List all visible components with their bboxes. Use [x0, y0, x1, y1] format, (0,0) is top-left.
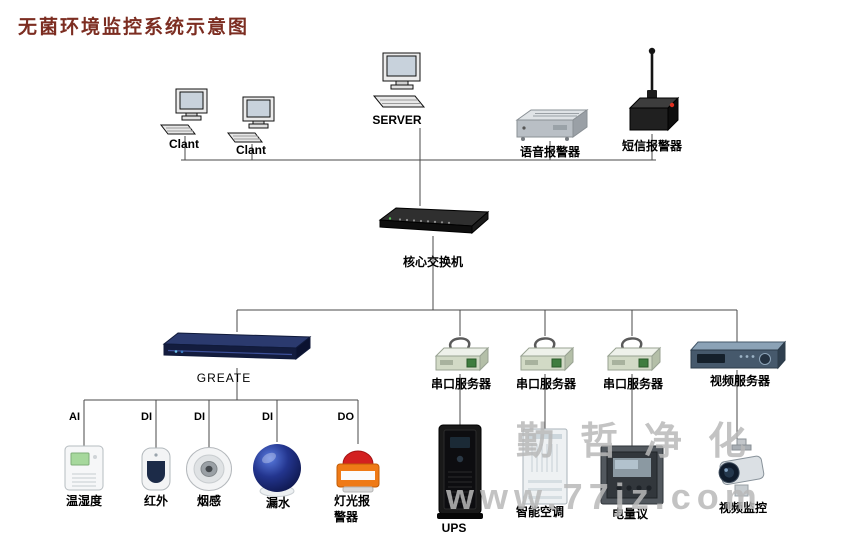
video-monitor-node: [712, 438, 770, 502]
client2-node: [226, 96, 278, 144]
desktop-computer-icon: [159, 88, 208, 135]
serial-server-1-label: 串口服务器: [430, 377, 491, 391]
water-leak-sensor-icon: [253, 444, 301, 497]
water-leak-label: 漏水: [265, 496, 290, 510]
port-tag-do: DO: [337, 411, 355, 423]
ups-node: [434, 424, 486, 520]
port-tag-di-2: DI: [194, 411, 205, 423]
rack-controller-icon: [162, 332, 312, 361]
smart-ac-label: 智能空调: [515, 505, 564, 519]
smoke-label: 烟感: [196, 494, 221, 508]
ups-tower-icon: [437, 424, 483, 519]
sms-alarm-node: [622, 46, 682, 138]
smoke-node: [185, 446, 233, 492]
smart-ac-node: [520, 428, 570, 506]
voice-alarm-label: 语音报警器: [519, 145, 580, 159]
greate-node: [162, 328, 312, 370]
serial-server-icon: [434, 337, 490, 372]
pir-sensor-icon: [141, 447, 171, 491]
power-meter-label: 电量议: [611, 507, 648, 521]
temp-humidity-label: 温湿度: [65, 494, 102, 508]
video-monitor-label: 视频监控: [718, 501, 767, 515]
serial-server-2-node: [515, 334, 577, 376]
power-meter-node: [600, 444, 664, 506]
voice-alarm-node: [511, 106, 589, 144]
server-node: [368, 52, 432, 110]
desktop-computer-icon: [226, 96, 275, 143]
light-alarm-node: [330, 442, 386, 494]
server-computer-icon: [372, 52, 426, 108]
serial-server-3-node: [602, 334, 664, 376]
client2-label: Clant: [236, 143, 266, 157]
serial-server-2-label: 串口服务器: [515, 377, 576, 391]
greate-label: GREATE: [196, 371, 252, 385]
infrared-label: 红外: [143, 494, 168, 508]
core-switch-node: [378, 202, 490, 238]
video-server-label: 视频服务器: [709, 374, 770, 388]
light-alarm-label: 灯光报警器: [334, 494, 371, 524]
water-leak-node: [251, 440, 303, 498]
serial-server-3-label: 串口服务器: [602, 377, 663, 391]
serial-server-1-node: [430, 334, 492, 376]
client1-label: Clant: [169, 137, 199, 151]
serial-server-icon: [519, 337, 575, 372]
cctv-camera-icon: [718, 438, 765, 497]
air-conditioner-icon: [522, 428, 568, 505]
page-title: 无菌环境监控系统示意图: [18, 17, 250, 38]
port-tag-ai: AI: [69, 411, 80, 423]
sms-alarm-label: 短信报警器: [621, 139, 682, 153]
video-server-icon: [689, 340, 787, 370]
video-server-node: [689, 340, 787, 372]
power-meter-icon: [600, 445, 664, 505]
temp-humidity-sensor-icon: [64, 445, 104, 491]
strobe-alarm-icon: [336, 450, 380, 493]
port-tag-di-3: DI: [262, 411, 273, 423]
network-switch-icon: [378, 207, 490, 235]
infrared-node: [139, 446, 173, 492]
sms-alarm-antenna-icon: [628, 47, 680, 132]
server-label: SERVER: [372, 113, 422, 127]
smoke-detector-icon: [186, 447, 232, 491]
serial-server-icon: [606, 337, 662, 372]
temp-humidity-node: [62, 444, 106, 492]
voice-alarm-device-icon: [515, 109, 589, 141]
ups-label: UPS: [441, 521, 467, 535]
port-tag-di-1: DI: [141, 411, 152, 423]
core-switch-label: 核心交换机: [402, 255, 463, 269]
client1-node: [159, 88, 211, 136]
